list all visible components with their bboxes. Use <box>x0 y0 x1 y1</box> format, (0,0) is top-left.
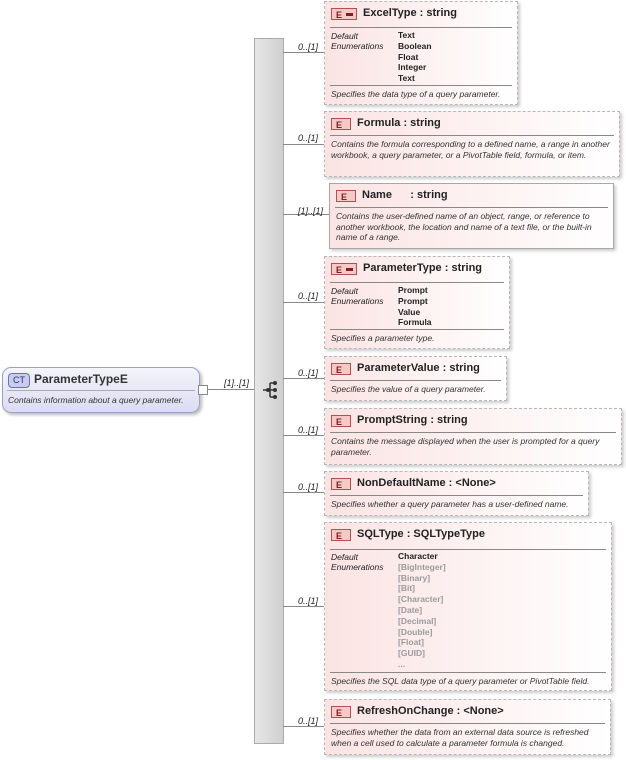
element-title: Name : string <box>362 189 448 201</box>
connector-line <box>283 52 324 53</box>
element-multiplicity: 0..[1] <box>298 42 319 52</box>
default-label: Default <box>331 31 358 41</box>
divider <box>330 432 616 433</box>
element-description: Specifies the value of a query parameter… <box>331 384 486 394</box>
connector-line <box>283 606 324 607</box>
element-description: Specifies the data type of a query param… <box>331 89 501 99</box>
element-multiplicity: 0..[1] <box>298 716 319 726</box>
element-badge: E <box>331 529 351 541</box>
element-description: Contains the formula corresponding to a … <box>331 139 610 160</box>
element-title: PromptString : string <box>357 414 468 426</box>
element-description: Contains the message displayed when the … <box>331 436 600 457</box>
complex-type-multiplicity: [1]..[1] <box>224 378 250 388</box>
element-title: ParameterType : string <box>363 262 483 274</box>
enumeration-values: Character [BigInteger] [Binary] [Bit] [C… <box>398 551 446 669</box>
element-formula[interactable]: E Formula : string Contains the formula … <box>324 111 620 177</box>
connector-line <box>283 378 324 379</box>
expand-connector[interactable] <box>198 385 208 395</box>
element-badge: E <box>331 8 357 20</box>
element-multiplicity: 0..[1] <box>298 368 319 378</box>
element-title: Formula : string <box>357 117 441 129</box>
connector-line <box>283 435 324 436</box>
complex-type-box[interactable]: CT ParameterTypeE Contains information a… <box>2 367 200 413</box>
element-name[interactable]: E Name : string Contains the user-define… <box>329 183 614 249</box>
complex-type-description: Contains information about a query param… <box>8 395 184 405</box>
element-description: Specifies whether a query parameter has … <box>331 499 569 509</box>
enumerations-label: Enumerations <box>331 562 384 572</box>
divider <box>7 390 195 391</box>
element-badge: E <box>331 706 351 718</box>
element-badge: E <box>331 263 357 275</box>
element-sql-type[interactable]: E SQLType : SQLTypeType Default Enumerat… <box>324 522 612 691</box>
complex-type-badge: CT <box>8 373 30 388</box>
element-prompt-string[interactable]: E PromptString : string Contains the mes… <box>324 408 622 465</box>
element-description: Specifies the SQL data type of a query p… <box>331 676 590 686</box>
element-title: NonDefaultName : <None> <box>357 477 496 489</box>
divider <box>330 27 512 28</box>
divider <box>330 282 504 283</box>
sequence-icon <box>263 381 277 399</box>
divider <box>330 549 606 550</box>
complex-type-name: ParameterTypeE <box>34 372 128 386</box>
divider <box>330 495 583 496</box>
element-multiplicity: 0..[1] <box>298 133 319 143</box>
element-multiplicity: 0..[1] <box>298 596 319 606</box>
element-title: RefreshOnChange : <None> <box>357 705 504 717</box>
connector-line <box>283 144 324 145</box>
element-description: Specifies whether the data from an exter… <box>331 727 589 748</box>
element-badge: E <box>331 118 351 130</box>
divider <box>335 207 608 208</box>
connector-line <box>283 726 324 727</box>
divider <box>330 135 614 136</box>
element-non-default-name[interactable]: E NonDefaultName : <None> Specifies whet… <box>324 471 589 516</box>
element-title: ExcelType : string <box>363 7 457 19</box>
divider <box>330 672 606 673</box>
element-multiplicity: 0..[1] <box>298 482 319 492</box>
element-multiplicity: 0..[1] <box>298 291 319 301</box>
divider <box>330 85 512 86</box>
divider <box>330 723 605 724</box>
element-badge: E <box>331 363 351 375</box>
element-description: Specifies a parameter type. <box>331 333 435 343</box>
element-badge: E <box>331 478 351 490</box>
connector-line <box>283 492 324 493</box>
element-refresh-on-change[interactable]: E RefreshOnChange : <None> Specifies whe… <box>324 699 611 755</box>
element-parameter-type[interactable]: E ParameterType : string Default Enumera… <box>324 256 510 349</box>
element-title: ParameterValue : string <box>357 362 480 374</box>
element-badge: E <box>336 190 356 202</box>
divider <box>330 329 504 330</box>
enumerations-label: Enumerations <box>331 41 384 51</box>
enumerations-label: Enumerations <box>331 296 384 306</box>
element-badge: E <box>331 415 351 427</box>
default-label: Default <box>331 552 358 562</box>
divider <box>330 380 501 381</box>
connector-line <box>207 389 254 390</box>
element-multiplicity: [1]..[1] <box>298 206 324 216</box>
element-multiplicity: 0..[1] <box>298 425 319 435</box>
element-description: Contains the user-defined name of an obj… <box>336 211 592 242</box>
default-label: Default <box>331 286 358 296</box>
element-parameter-value[interactable]: E ParameterValue : string Specifies the … <box>324 356 507 401</box>
element-title: SQLType : SQLTypeType <box>357 528 485 540</box>
connector-line <box>283 214 329 215</box>
element-excel-type[interactable]: E ExcelType : string Default Enumeration… <box>324 1 518 105</box>
connector-line <box>283 302 324 303</box>
